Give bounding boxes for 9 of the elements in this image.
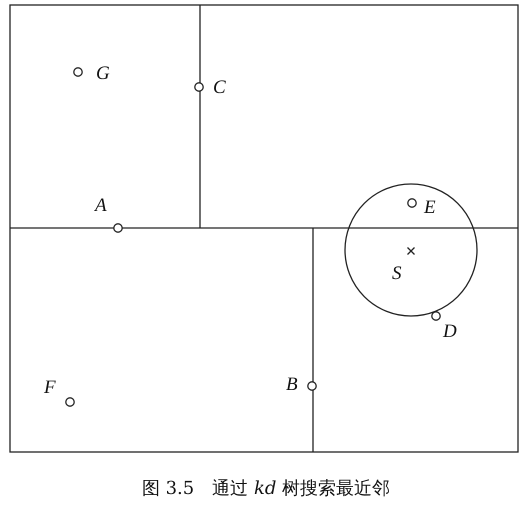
point-label: E	[424, 198, 436, 218]
point-label: A	[95, 196, 107, 216]
point-label: B	[286, 375, 298, 395]
point-label: G	[96, 64, 110, 84]
point-label: C	[213, 78, 226, 98]
figure-caption: 图 3.5 通过 kd 树搜索最近邻	[140, 477, 392, 500]
point-label: S	[392, 264, 402, 284]
point-label: F	[44, 378, 56, 398]
point-label: D	[443, 322, 457, 342]
